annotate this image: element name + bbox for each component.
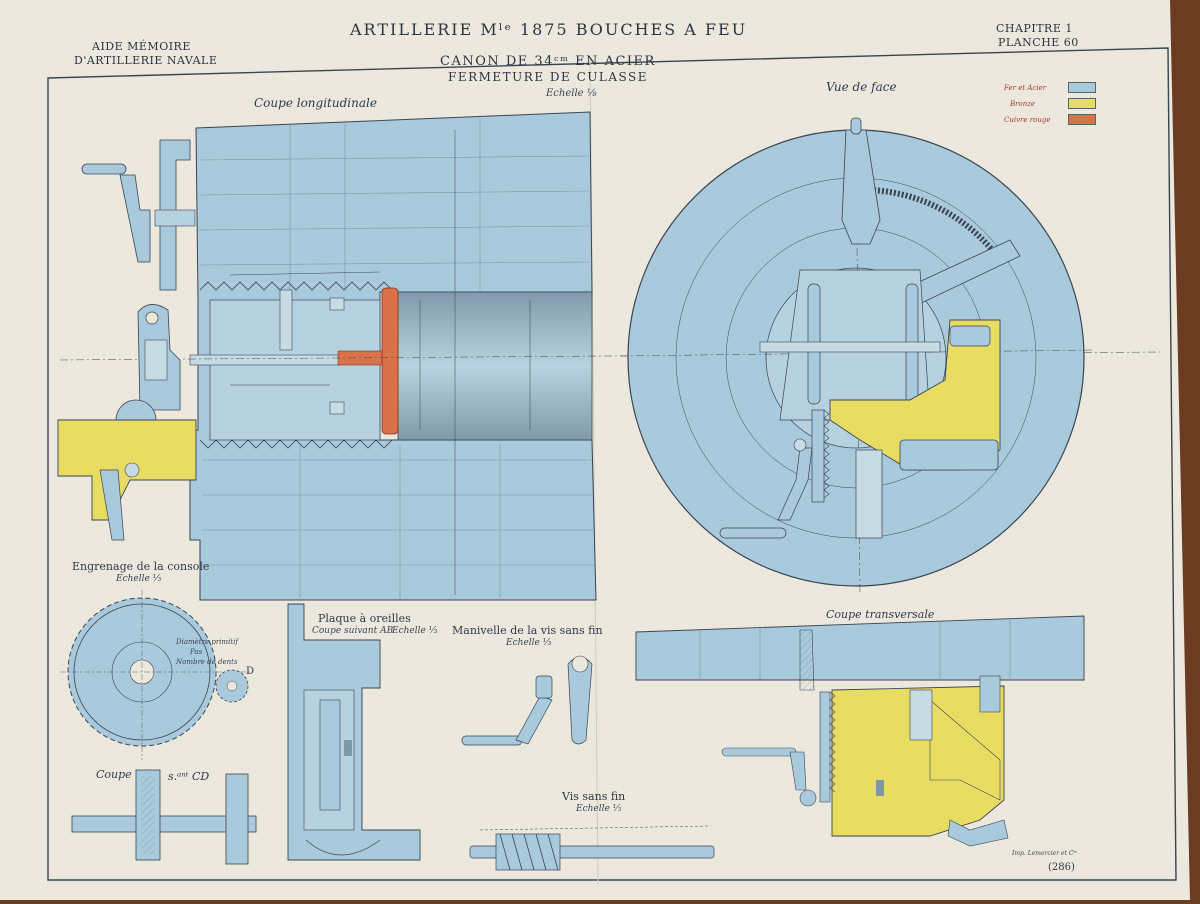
aide-memoire-label: AIDE MÉMOIRE <box>92 40 191 53</box>
label-plaque: Plaque à oreilles <box>318 612 411 625</box>
label-coupe-cd: Coupe <box>96 768 132 781</box>
artillerie-navale-label: D'ARTILLERIE NAVALE <box>74 54 218 67</box>
legend-swatch-copper <box>1068 114 1096 125</box>
label-coupe-transversale: Coupe transversale <box>826 608 935 621</box>
gear-note-diameter: Diamètre primitif <box>176 638 238 646</box>
transverse-section <box>635 615 1085 847</box>
crank-handle <box>461 655 593 746</box>
legend-swatch-steel <box>1068 82 1096 93</box>
subtitle-canon: CANON DE 34ᶜᵐ EN ACIER <box>440 54 656 69</box>
front-view <box>619 117 1096 596</box>
plate-number-label: PLANCHE 60 <box>998 36 1079 49</box>
label-plaque-scale: Echelle ⅓ <box>392 626 438 636</box>
subtitle-fermeture: FERMETURE DE CULASSE <box>448 70 649 84</box>
label-engrenage-scale: Echelle ⅓ <box>116 574 162 584</box>
plate-title: ARTILLERIE Mˡᵉ 1875 BOUCHES A FEU <box>350 20 748 39</box>
label-vis-sans-fin: Vis sans fin <box>562 790 626 803</box>
label-manivelle-scale: Echelle ⅓ <box>506 638 552 648</box>
page-number: (286) <box>1048 862 1075 873</box>
label-coupe-longitudinale: Coupe longitudinale <box>254 96 377 110</box>
gear-letter-d: D <box>246 666 255 677</box>
label-coupe-cd-suffix: s.ᵃⁿᵗ CD <box>168 770 210 783</box>
worm-screw <box>469 825 715 871</box>
main-scale-label: Echelle ⅛ <box>546 88 597 99</box>
imprint-label: Imp. Lemercier et Cⁱᵉ <box>1012 850 1077 857</box>
legend-swatch-bronze <box>1068 98 1096 109</box>
label-manivelle: Manivelle de la vis sans fin <box>452 624 603 637</box>
gear-note-teeth: Nombre de dents <box>176 658 238 666</box>
console-gear <box>60 590 250 760</box>
legend-label-copper: Cuivre rouge <box>1004 116 1051 124</box>
label-engrenage: Engrenage de la console <box>72 560 210 573</box>
legend-label-bronze: Bronze <box>1010 100 1036 108</box>
gear-note-pitch: Pas <box>190 648 203 656</box>
section-cd <box>71 769 257 865</box>
ear-plate <box>287 603 421 861</box>
chapter-label: CHAPITRE 1 <box>996 22 1073 35</box>
drawing-border <box>47 47 1177 881</box>
label-plaque-sub: Coupe suivant AB <box>312 626 394 636</box>
label-vis-scale: Echelle ⅓ <box>576 804 622 814</box>
legend-label-steel: Fer et Acier <box>1004 84 1047 92</box>
longitudinal-section <box>57 111 1161 601</box>
label-vue-de-face: Vue de face <box>826 80 897 94</box>
